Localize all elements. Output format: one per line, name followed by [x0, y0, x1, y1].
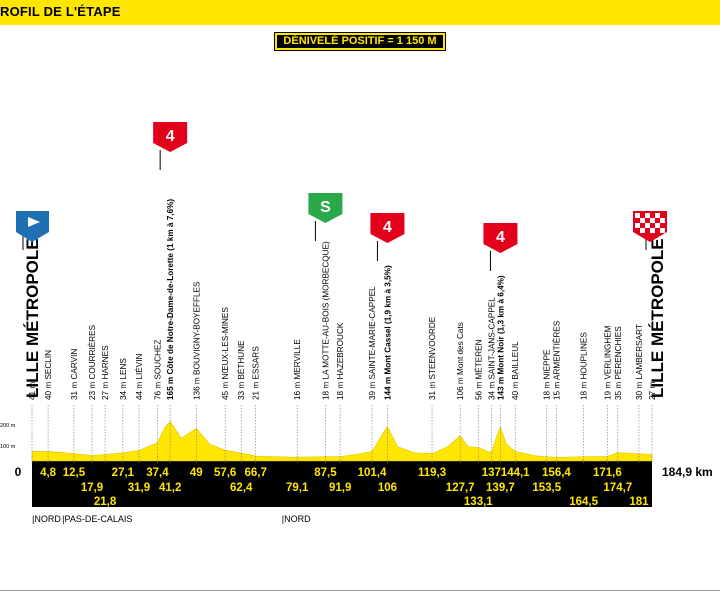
start-flag-icon [16, 211, 49, 242]
climb-marker-label: 4 [383, 219, 392, 236]
start-km-label: 0 [15, 465, 22, 479]
km-label-top: 37,4 [146, 467, 169, 479]
place-label: 23 m COURRIÈRES [87, 324, 97, 400]
page-title: ROFIL DE L'ÉTAPE [0, 4, 121, 19]
climb-marker-label: 4 [166, 128, 175, 145]
km-label-mid: 31,9 [128, 482, 150, 494]
footer-divider [0, 590, 720, 591]
place-label: 30 m LAMBERSART [635, 324, 644, 400]
finish-checker-square [645, 223, 650, 228]
km-label-low: 133,1 [464, 496, 493, 508]
finish-checker-square [635, 223, 640, 228]
y-tick-label: 200 m [0, 423, 16, 429]
finish-checker-square [660, 218, 665, 223]
km-label-mid: 17,9 [81, 482, 103, 494]
place-label: 18 m HAZEBROUCK [336, 322, 345, 400]
place-label: 21 m ESSARS [252, 346, 261, 400]
region-label: |NORD [32, 514, 61, 524]
finish-checker-square [650, 228, 655, 233]
place-label: 35 m PÉRENCHIES [613, 326, 623, 400]
place-label: 18 m NIEPPE [543, 349, 552, 400]
km-label-top: 87,5 [314, 467, 337, 479]
km-label-low: 164,5 [569, 496, 598, 508]
place-label: 15 m ARMENTIÈRES [551, 320, 561, 400]
region-label: |PAS-DE-CALAIS [62, 514, 132, 524]
place-label: 40 m BAILLEUL [511, 341, 520, 400]
finish-checker-square [655, 213, 660, 218]
climb-marker-icon [483, 223, 518, 253]
place-label: 143 m Mont Noir (1,3 km à 6,4%) [496, 275, 505, 400]
finish-town-label: LILLE MÉTROPOLE [648, 238, 667, 398]
place-label: 33 m BÉTHUNE [236, 340, 246, 400]
place-label: 16 m MERVILLE [293, 339, 302, 400]
place-label: 31 m CARVIN [70, 349, 79, 400]
km-label-top: 66,7 [244, 467, 266, 479]
place-label: 56 m MÉTEREN [473, 339, 483, 400]
finish-checker-square [660, 228, 665, 233]
km-label-top: 57,6 [214, 467, 236, 479]
place-label: 27 m [648, 382, 657, 400]
finish-checker-square [635, 213, 640, 218]
km-label-top: 101,4 [358, 467, 387, 479]
km-label-low: 181 [629, 496, 649, 508]
profile-base-strip [32, 461, 652, 507]
place-label: 76 m SOUCHEZ [153, 339, 162, 400]
place-label: 144 m Mont Cassel (1,9 km à 3,5%) [383, 265, 392, 400]
place-label: 41 m [28, 382, 37, 400]
finish-checker-square [640, 228, 645, 233]
km-label-top: 27,1 [112, 467, 135, 479]
finish-checker-square [640, 218, 645, 223]
sprint-marker-label: S [320, 199, 331, 216]
place-label: 34 m SAINT-JANS-CAPPEL [487, 297, 496, 400]
place-label: 39 m SAINTE-MARIE-CAPPEL [368, 286, 377, 400]
place-label: 136 m BOUVIGNY-BOYEFFLES [192, 281, 201, 400]
km-label-mid: 174,7 [603, 482, 632, 494]
km-label-top: 119,3 [418, 467, 446, 479]
place-label: 45 m NŒUX-LES-MINES [221, 307, 230, 400]
km-label-top: 12,5 [63, 467, 86, 479]
place-label: 18 m LA MOTTE-AU-BOIS (MORBECQUE) [321, 241, 330, 400]
finish-checker-square [655, 223, 660, 228]
start-town-label: LILLE MÉTROPOLE [23, 238, 42, 398]
place-label: 27 m HARNES [101, 345, 110, 400]
km-label-top: 137 [482, 467, 501, 479]
region-label: |NORD [282, 514, 311, 524]
place-label: 18 m HOUPLINES [580, 332, 589, 400]
finish-checker-square [645, 213, 650, 218]
place-label: 31 m STEENVOORDE [428, 316, 437, 400]
km-label-mid: 127,7 [446, 482, 475, 494]
km-label-low: 21,8 [94, 496, 117, 508]
finish-km-label: 184,9 km [662, 465, 713, 479]
place-label: 165 m Côte de Notre-Dame-de-Lorette (1 k… [166, 199, 175, 400]
km-label-top: 4,8 [40, 467, 57, 479]
climb-marker-icon [153, 122, 188, 152]
km-label-top: 144,1 [501, 467, 530, 479]
km-label-mid: 139,7 [486, 482, 515, 494]
km-label-top: 156,4 [542, 467, 571, 479]
km-label-mid: 41,2 [159, 482, 181, 494]
km-label-top: 49 [190, 467, 203, 479]
km-label-mid: 62,4 [230, 482, 253, 494]
sprint-marker-icon [308, 193, 343, 223]
title-bar: ROFIL DE L'ÉTAPE [0, 0, 720, 25]
climb-marker-icon [370, 213, 405, 243]
place-label: 19 m VERLINGHEM [603, 325, 612, 400]
km-label-mid: 153,5 [532, 482, 561, 494]
km-label-mid: 91,9 [329, 482, 351, 494]
start-arrow-icon [28, 217, 40, 227]
km-label-mid: 106 [378, 482, 397, 494]
km-label-top: 171,6 [593, 467, 622, 479]
y-tick-label: 100 m [0, 444, 16, 450]
finish-checker-square [650, 218, 655, 223]
elevation-profile-area [31, 420, 653, 462]
place-label: 40 m SECLIN [44, 350, 53, 400]
elevation-gain-badge: DÉNIVELÉ POSITIF = 1 150 M [274, 32, 446, 51]
place-label: 34 m LENS [119, 358, 128, 400]
place-label: 106 m Mont des Cats [456, 322, 465, 400]
place-label: 44 m LIÉVIN [134, 353, 144, 400]
climb-marker-label: 4 [496, 229, 505, 246]
km-label-mid: 79,1 [286, 482, 309, 494]
